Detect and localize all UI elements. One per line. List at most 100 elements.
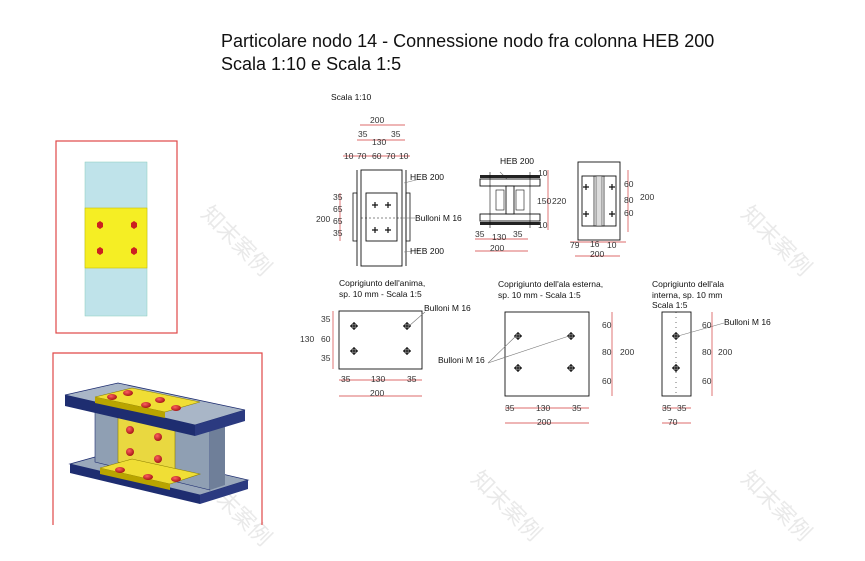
bolt-group-web bbox=[350, 322, 411, 355]
bolt-icon bbox=[154, 455, 162, 463]
dim-label: 70 bbox=[386, 151, 396, 161]
bolt-icon bbox=[107, 394, 117, 400]
dim-label: 35 bbox=[662, 403, 672, 413]
dim-label: 35 bbox=[321, 314, 331, 324]
dim-label: 60 bbox=[702, 376, 712, 386]
external-flange-plate-view: Coprigiunto dell'ala esterna, sp. 10 mm … bbox=[438, 279, 634, 427]
bolt-group-elevation bbox=[372, 202, 391, 233]
bolt-icon bbox=[515, 333, 521, 339]
dim-label: 70 bbox=[357, 151, 367, 161]
label-heb-bottom: HEB 200 bbox=[410, 246, 444, 256]
bolt-icon bbox=[155, 397, 165, 403]
label-heb-top: HEB 200 bbox=[410, 172, 444, 182]
bolt-icon bbox=[141, 402, 151, 408]
dim-label: 130 bbox=[492, 232, 506, 242]
bolt-icon bbox=[404, 323, 410, 329]
dim-label: 35 bbox=[391, 129, 401, 139]
splice-plate-plan bbox=[84, 207, 148, 269]
bolt-group-ext bbox=[514, 332, 575, 372]
label-bolts: Bulloni M 16 bbox=[424, 303, 471, 313]
bolt-icon bbox=[131, 221, 137, 229]
bolt-icon bbox=[609, 211, 615, 217]
svg-text:知末案例: 知末案例 bbox=[196, 202, 276, 282]
bolt-icon bbox=[97, 247, 103, 255]
dim-label: 130 bbox=[300, 334, 314, 344]
bolt-icon bbox=[583, 211, 589, 217]
caption-line1: Coprigiunto dell'ala esterna, bbox=[498, 279, 603, 289]
bolt-icon bbox=[115, 467, 125, 473]
page-subtitle: Scala 1:10 e Scala 1:5 bbox=[221, 54, 402, 74]
bolt-icon bbox=[385, 202, 391, 208]
label-heb-section: HEB 200 bbox=[500, 156, 534, 166]
dim-label: 200 bbox=[640, 192, 654, 202]
dim-label: 35 bbox=[505, 403, 515, 413]
dim-label: 16 bbox=[590, 239, 600, 249]
dim-label: 130 bbox=[372, 137, 386, 147]
dim-label: 60 bbox=[602, 376, 612, 386]
dim-label: 130 bbox=[371, 374, 385, 384]
web-plate-view: Coprigiunto dell'anima, sp. 10 mm - Scal… bbox=[300, 278, 471, 398]
dim-label: 200 bbox=[620, 347, 634, 357]
plan-view bbox=[55, 140, 178, 334]
bolt-icon bbox=[154, 433, 162, 441]
bolt-icon bbox=[515, 365, 521, 371]
svg-text:知末案例: 知末案例 bbox=[736, 202, 816, 282]
dim-label: 60 bbox=[624, 179, 634, 189]
dim-label: 60 bbox=[321, 334, 331, 344]
caption-line2: sp. 10 mm - Scala 1:5 bbox=[339, 289, 422, 299]
watermark: 知末案例 知末案例 知末案例 知末案例 知末案例 bbox=[196, 202, 816, 552]
caption-line3: Scala 1:5 bbox=[652, 300, 688, 310]
bolt-icon bbox=[97, 221, 103, 229]
dim-label: 70 bbox=[668, 417, 678, 427]
page-title: Particolare nodo 14 - Connessione nodo f… bbox=[221, 31, 715, 51]
dim-label: 200 bbox=[370, 388, 384, 398]
dim-label: 35 bbox=[513, 229, 523, 239]
bolt-icon bbox=[372, 202, 378, 208]
caption-line1: Coprigiunto dell'ala bbox=[652, 279, 724, 289]
dim-label: 35 bbox=[341, 374, 351, 384]
isometric-view bbox=[52, 352, 263, 525]
bolt-icon bbox=[126, 426, 134, 434]
bolt-icon bbox=[609, 184, 615, 190]
iso-frame bbox=[52, 352, 263, 525]
bolt-icon bbox=[171, 405, 181, 411]
bolt-group-plan bbox=[97, 221, 137, 255]
label-bolts: Bulloni M 16 bbox=[438, 355, 485, 365]
section-view: HEB 200 10 150 10 220 35 130 35 200 bbox=[475, 156, 566, 253]
bolt-icon bbox=[583, 184, 589, 190]
bolt-icon bbox=[351, 323, 357, 329]
plan-frame bbox=[55, 140, 178, 334]
elevation-view: Scala 1:10 200 35 130 35 10 70 60 70 10 … bbox=[316, 92, 462, 267]
dim-label: 10 bbox=[538, 168, 548, 178]
dim-label: 60 bbox=[602, 320, 612, 330]
dim-label: 130 bbox=[536, 403, 550, 413]
bolt-icon bbox=[404, 348, 410, 354]
scale-label: Scala 1:10 bbox=[331, 92, 371, 102]
bolt-icon bbox=[143, 474, 153, 480]
dim-label: 220 bbox=[552, 196, 566, 206]
dim-label: 150 bbox=[537, 196, 551, 206]
side-view: 60 80 60 200 79 16 10 200 bbox=[570, 161, 654, 259]
bolt-icon bbox=[123, 390, 133, 396]
dim-label: 200 bbox=[537, 417, 551, 427]
dim-label: 35 bbox=[475, 229, 485, 239]
dim-label: 65 bbox=[333, 204, 343, 214]
bolt-icon bbox=[171, 476, 181, 482]
dim-label: 200 bbox=[370, 115, 384, 125]
dim-label: 35 bbox=[407, 374, 417, 384]
dim-label: 80 bbox=[624, 195, 634, 205]
bolt-icon bbox=[673, 365, 679, 371]
caption-line1: Coprigiunto dell'anima, bbox=[339, 278, 425, 288]
dim-label: 80 bbox=[602, 347, 612, 357]
dim-label: 60 bbox=[624, 208, 634, 218]
caption-line2: interna, sp. 10 mm bbox=[652, 290, 722, 300]
dim-label: 200 bbox=[590, 249, 604, 259]
caption-line2: sp. 10 mm - Scala 1:5 bbox=[498, 290, 581, 300]
dim-label: 65 bbox=[333, 216, 343, 226]
svg-text:知末案例: 知末案例 bbox=[466, 467, 546, 547]
bolt-group-iso bbox=[107, 390, 181, 482]
dim-label: 10 bbox=[538, 220, 548, 230]
dim-label: 80 bbox=[702, 347, 712, 357]
dim-label: 60 bbox=[702, 320, 712, 330]
